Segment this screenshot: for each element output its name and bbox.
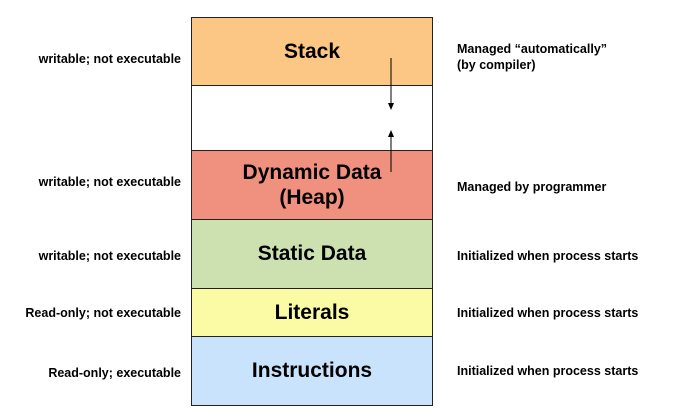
heap-growth-arrowhead [388, 130, 394, 137]
heap-permission-label: writable; not executable [38, 175, 181, 189]
static-data-label: Static Data [257, 242, 367, 266]
stack-management-label: Managed “automatically” (by compiler) [457, 41, 607, 74]
static-init-label: Initialized when process starts [457, 249, 639, 263]
literals-segment: Literals [191, 288, 433, 337]
stack-management-line1: Managed “automatically” [457, 42, 608, 56]
static-permission-label: writable; not executable [38, 249, 181, 263]
stack-growth-arrowhead [388, 103, 394, 110]
stack-label: Stack [283, 39, 341, 63]
stack-permission-label: writable; not executable [38, 52, 181, 66]
heap-label-line1: Dynamic Data [242, 160, 382, 184]
heap-management-label: Managed by programmer [457, 180, 607, 194]
instructions-init-label: Initialized when process starts [457, 364, 639, 378]
literals-permission-label: Read-only; not executable [25, 306, 181, 320]
instructions-permission-label: Read-only; executable [48, 366, 181, 380]
instructions-segment: Instructions [191, 336, 433, 406]
stack-segment: Stack [191, 17, 433, 86]
heap-segment: Dynamic Data (Heap) [191, 150, 433, 220]
stack-management-line2: (by compiler) [457, 58, 536, 73]
heap-label-line2: (Heap) [279, 186, 345, 209]
literals-label: Literals [274, 300, 350, 324]
instructions-label: Instructions [251, 359, 373, 383]
literals-init-label: Initialized when process starts [457, 306, 639, 320]
